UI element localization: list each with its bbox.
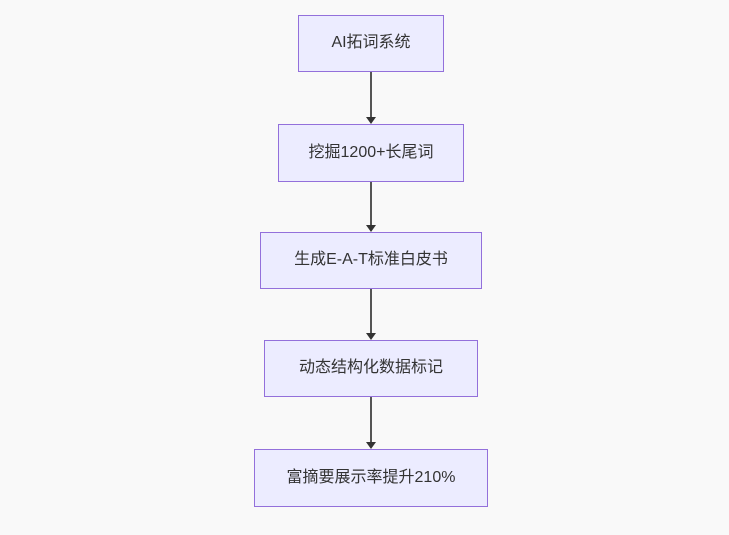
- flow-node-label: AI拓词系统: [331, 34, 411, 52]
- flow-node-structured-data: 动态结构化数据标记: [264, 340, 478, 397]
- flow-node-ai-system: AI拓词系统: [298, 15, 444, 72]
- flow-arrow-4: [366, 397, 376, 449]
- arrowhead-down-icon: [366, 117, 376, 124]
- flow-node-label: 富摘要展示率提升210%: [286, 468, 456, 486]
- flow-node-label: 动态结构化数据标记: [298, 359, 443, 377]
- flow-node-longtail-keywords: 挖掘1200+长尾词: [278, 124, 464, 182]
- flow-arrow-1: [366, 72, 376, 124]
- flow-arrow-2: [366, 182, 376, 232]
- flow-arrow-3: [366, 289, 376, 340]
- flow-node-rich-snippet-result: 富摘要展示率提升210%: [254, 449, 488, 507]
- flow-node-label: 生成E-A-T标准白皮书: [294, 251, 448, 269]
- flow-node-label: 挖掘1200+长尾词: [308, 143, 434, 161]
- arrowhead-down-icon: [366, 333, 376, 340]
- arrowhead-down-icon: [366, 442, 376, 449]
- arrowhead-down-icon: [366, 225, 376, 232]
- flow-node-eat-whitepaper: 生成E-A-T标准白皮书: [260, 232, 482, 289]
